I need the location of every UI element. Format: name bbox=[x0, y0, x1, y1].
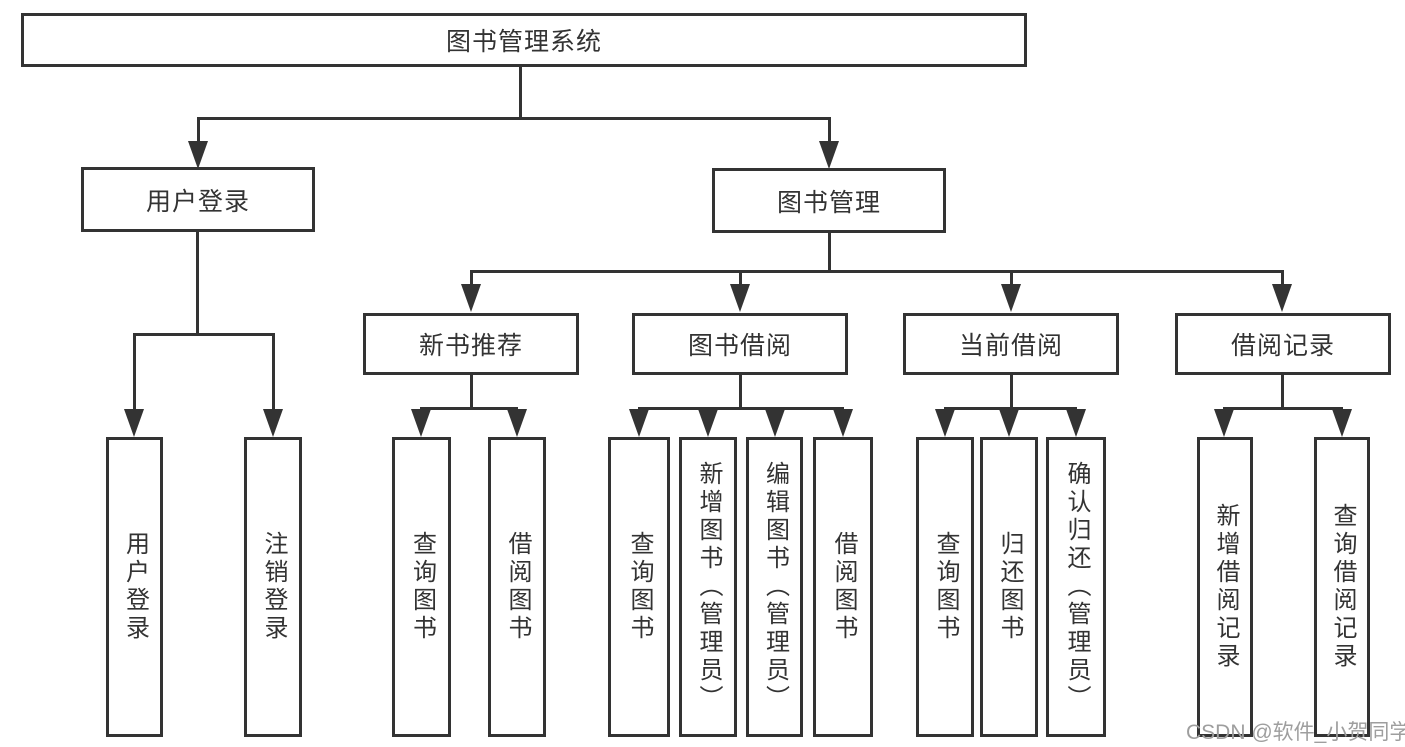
arrowhead-leaf-query-books-recommend-icon bbox=[411, 409, 431, 437]
leaf-query-borrow-record-label: 查询借阅记录 bbox=[1329, 503, 1356, 671]
connector-records-leaves-bar bbox=[1223, 407, 1343, 410]
connector-new-book-recommend-drop bbox=[470, 270, 473, 286]
node-borrow-records: 借阅记录 bbox=[1175, 313, 1391, 375]
connector-book-management-drop bbox=[828, 117, 831, 143]
leaf-query-books-borrow-label: 查询图书 bbox=[626, 531, 653, 643]
leaf-query-books-current: 查询图书 bbox=[916, 437, 974, 737]
leaf-borrow-books-recommend-label: 借阅图书 bbox=[504, 531, 531, 643]
leaf-logout-login: 注销登录 bbox=[244, 437, 302, 737]
leaf-add-borrow-record: 新增借阅记录 bbox=[1197, 437, 1253, 737]
leaf-query-borrow-record: 查询借阅记录 bbox=[1314, 437, 1370, 737]
leaf-user-login: 用户登录 bbox=[106, 437, 163, 737]
connector-leaf-logout-drop bbox=[272, 333, 275, 409]
node-root: 图书管理系统 bbox=[21, 13, 1027, 67]
connector-current-borrow-stem bbox=[1010, 375, 1013, 409]
arrowhead-borrow-records-icon bbox=[1272, 284, 1292, 312]
leaf-user-login-label: 用户登录 bbox=[121, 531, 149, 643]
connector-book-borrow-drop bbox=[739, 270, 742, 286]
leaf-query-books-recommend-label: 查询图书 bbox=[408, 531, 436, 643]
connector-user-leaves-bar bbox=[133, 333, 275, 336]
leaf-query-books-borrow: 查询图书 bbox=[608, 437, 670, 737]
leaf-confirm-return-admin: 确认归还（管理员） bbox=[1046, 437, 1106, 737]
arrowhead-leaf-user-login-icon bbox=[124, 409, 144, 437]
connector-current-leaves-bar bbox=[944, 407, 1077, 410]
arrowhead-leaf-borrow-books-icon bbox=[833, 409, 853, 437]
node-user-login-label: 用户登录 bbox=[145, 187, 250, 216]
connector-book-borrow-stem bbox=[739, 375, 742, 409]
connector-user-login-stem bbox=[196, 232, 199, 335]
leaf-add-books-admin: 新增图书（管理员） bbox=[679, 437, 737, 737]
node-new-book-recommend-label: 新书推荐 bbox=[418, 332, 523, 360]
arrowhead-leaf-edit-books-icon bbox=[765, 409, 785, 437]
connector-current-borrow-drop bbox=[1010, 270, 1013, 286]
leaf-borrow-books-recommend: 借阅图书 bbox=[488, 437, 546, 737]
node-new-book-recommend: 新书推荐 bbox=[363, 313, 579, 375]
connector-root-stem bbox=[519, 67, 522, 119]
node-book-management-label: 图书管理 bbox=[776, 188, 881, 217]
connector-level3-bar bbox=[470, 270, 1284, 273]
connector-leaf-user-login-drop bbox=[133, 333, 136, 409]
node-user-login: 用户登录 bbox=[81, 167, 315, 232]
connector-new-book-recommend-stem bbox=[470, 375, 473, 409]
leaf-borrow-books-label: 借阅图书 bbox=[830, 531, 857, 643]
node-book-borrow: 图书借阅 bbox=[632, 313, 848, 375]
connector-borrow-records-stem bbox=[1281, 375, 1284, 409]
connector-borrow-records-drop bbox=[1281, 270, 1284, 286]
leaf-return-books-label: 归还图书 bbox=[996, 531, 1023, 643]
arrowhead-leaf-query-books-borrow-icon bbox=[629, 409, 649, 437]
connector-borrow-leaves-bar bbox=[638, 407, 844, 410]
node-book-management: 图书管理 bbox=[712, 168, 946, 233]
arrowhead-leaf-add-record-icon bbox=[1214, 409, 1234, 437]
leaf-query-books-current-label: 查询图书 bbox=[932, 531, 959, 643]
arrowhead-new-book-recommend-icon bbox=[461, 284, 481, 312]
connector-level2-bar bbox=[197, 117, 831, 120]
leaf-query-books-recommend: 查询图书 bbox=[392, 437, 451, 737]
connector-book-management-stem bbox=[828, 233, 831, 272]
leaf-confirm-return-admin-label: 确认归还（管理员） bbox=[1063, 461, 1090, 713]
arrowhead-current-borrow-icon bbox=[1001, 284, 1021, 312]
leaf-add-borrow-record-label: 新增借阅记录 bbox=[1212, 503, 1239, 671]
leaf-edit-books-admin-label: 编辑图书（管理员） bbox=[761, 461, 789, 713]
arrowhead-leaf-query-record-icon bbox=[1332, 409, 1352, 437]
arrowhead-leaf-confirm-return-icon bbox=[1066, 409, 1086, 437]
leaf-return-books: 归还图书 bbox=[980, 437, 1038, 737]
arrowhead-leaf-query-books-current-icon bbox=[935, 409, 955, 437]
node-root-label: 图书管理系统 bbox=[445, 28, 602, 56]
arrowhead-user-login-icon bbox=[188, 141, 208, 169]
node-book-borrow-label: 图书借阅 bbox=[687, 332, 792, 360]
arrowhead-book-borrow-icon bbox=[730, 284, 750, 312]
connector-recommend-leaves-bar bbox=[420, 407, 518, 410]
leaf-add-books-admin-label: 新增图书（管理员） bbox=[695, 461, 722, 713]
node-current-borrow: 当前借阅 bbox=[903, 313, 1119, 375]
node-borrow-records-label: 借阅记录 bbox=[1230, 332, 1335, 360]
node-current-borrow-label: 当前借阅 bbox=[958, 332, 1063, 360]
arrowhead-leaf-logout-icon bbox=[263, 409, 283, 437]
arrowhead-leaf-add-books-icon bbox=[698, 409, 718, 437]
leaf-borrow-books: 借阅图书 bbox=[813, 437, 873, 737]
leaf-edit-books-admin: 编辑图书（管理员） bbox=[746, 437, 803, 737]
arrowhead-leaf-borrow-books-recommend-icon bbox=[507, 409, 527, 437]
csdn-watermark: CSDN @软件_小贺同学 bbox=[1186, 721, 1405, 744]
connector-user-login-drop bbox=[197, 117, 200, 143]
arrowhead-leaf-return-books-icon bbox=[999, 409, 1019, 437]
leaf-logout-login-label: 注销登录 bbox=[260, 531, 287, 643]
arrowhead-book-management-icon bbox=[819, 141, 839, 169]
